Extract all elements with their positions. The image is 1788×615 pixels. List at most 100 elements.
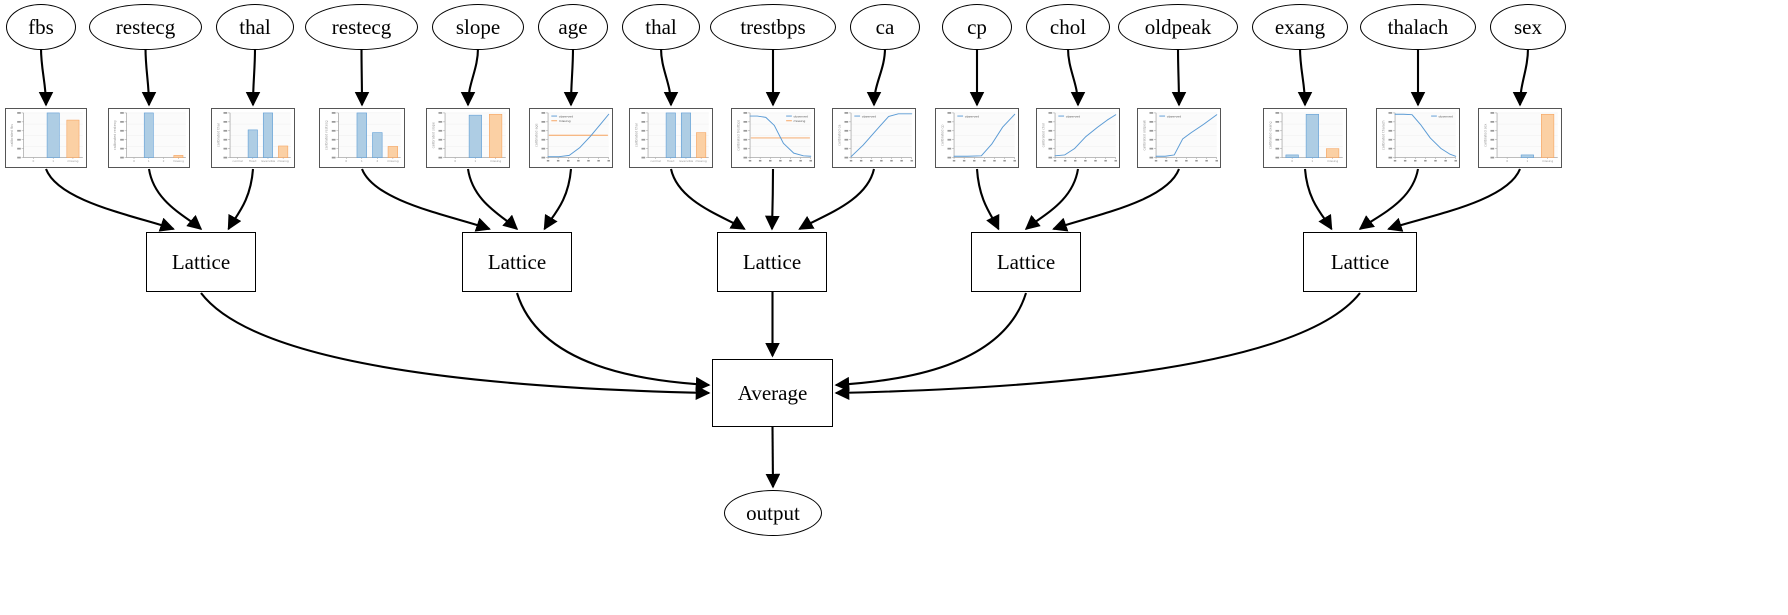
average-node-label: Average bbox=[737, 380, 808, 405]
feature-node-label: ca bbox=[875, 14, 895, 39]
svg-text:0: 0 bbox=[33, 159, 35, 163]
feature-node-f12[interactable]: exang bbox=[1252, 4, 1348, 50]
feature-node-f4[interactable]: slope bbox=[432, 4, 524, 50]
calibration-plot-f13[interactable]: calibrated thalach observed bbox=[1376, 108, 1460, 168]
svg-text:2: 2 bbox=[376, 159, 378, 163]
average-node[interactable]: Average bbox=[712, 359, 833, 427]
feature-node-f0[interactable]: fbs bbox=[6, 4, 76, 50]
lattice-node-l1[interactable]: Lattice bbox=[462, 232, 572, 292]
svg-text:calibrated slope: calibrated slope bbox=[431, 122, 435, 148]
svg-text:missing: missing bbox=[387, 159, 399, 163]
svg-text:calibrated oldpeak: calibrated oldpeak bbox=[1142, 120, 1146, 151]
svg-text:0: 0 bbox=[345, 159, 347, 163]
svg-text:missing: missing bbox=[559, 119, 571, 123]
feature-node-label: cp bbox=[967, 14, 987, 39]
svg-text:calibrated cp: calibrated cp bbox=[940, 125, 944, 146]
feature-node-label: restecg bbox=[331, 14, 392, 39]
feature-node-f11[interactable]: oldpeak bbox=[1118, 4, 1238, 50]
feature-node-f1[interactable]: restecg bbox=[89, 4, 202, 50]
svg-text:missing: missing bbox=[490, 159, 501, 163]
svg-text:fixed: fixed bbox=[667, 159, 674, 163]
svg-text:calibrated thal: calibrated thal bbox=[634, 123, 638, 147]
svg-text:0: 0 bbox=[133, 159, 135, 163]
feature-node-label: fbs bbox=[28, 14, 54, 39]
svg-text:missing: missing bbox=[1327, 159, 1338, 163]
feature-node-f6[interactable]: thal bbox=[622, 4, 700, 50]
feature-node-f10[interactable]: chol bbox=[1026, 4, 1110, 50]
feature-node-label: slope bbox=[455, 14, 501, 39]
svg-text:1: 1 bbox=[361, 159, 363, 163]
svg-text:1: 1 bbox=[1311, 159, 1313, 163]
lattice-node-l4[interactable]: Lattice bbox=[1303, 232, 1417, 292]
svg-text:calibrated exang: calibrated exang bbox=[1268, 121, 1272, 149]
output-node[interactable]: output bbox=[724, 490, 822, 536]
calibration-plot-f0[interactable]: calibrated fbs 0 1 missing bbox=[5, 108, 87, 168]
feature-node-f5[interactable]: age bbox=[538, 4, 608, 50]
feature-node-f13[interactable]: thalach bbox=[1360, 4, 1476, 50]
feature-node-label: chol bbox=[1049, 14, 1087, 39]
svg-text:1: 1 bbox=[1526, 159, 1528, 163]
svg-text:calibrated age: calibrated age bbox=[534, 123, 538, 147]
lattice-node-label: Lattice bbox=[1330, 249, 1390, 274]
plot-canvas-f0: calibrated fbs 0 1 missing bbox=[6, 109, 86, 167]
lattice-node-l2[interactable]: Lattice bbox=[717, 232, 827, 292]
feature-node-f14[interactable]: sex bbox=[1490, 4, 1566, 50]
lattice-node-label: Lattice bbox=[996, 249, 1056, 274]
svg-text:calibrated fbs: calibrated fbs bbox=[10, 124, 14, 147]
lattice-node-label: Lattice bbox=[171, 249, 231, 274]
feature-node-label: restecg bbox=[115, 14, 176, 39]
feature-node-label: exang bbox=[1274, 14, 1326, 39]
feature-node-f3[interactable]: restecg bbox=[305, 4, 418, 50]
svg-text:calibrated ca: calibrated ca bbox=[837, 125, 841, 146]
svg-text:observed: observed bbox=[1439, 114, 1453, 118]
lattice-node-label: Lattice bbox=[742, 249, 802, 274]
svg-text:calibrated sex: calibrated sex bbox=[1483, 124, 1487, 147]
svg-text:1: 1 bbox=[52, 159, 54, 163]
svg-text:observed: observed bbox=[1066, 114, 1080, 118]
plot-canvas-f13: calibrated thalach observed bbox=[1377, 109, 1459, 167]
svg-text:observed: observed bbox=[559, 114, 573, 118]
svg-text:calibrated restecg: calibrated restecg bbox=[113, 120, 117, 150]
feature-node-label: thalach bbox=[1387, 14, 1449, 39]
svg-text:fixed: fixed bbox=[249, 159, 256, 163]
svg-text:missing: missing bbox=[695, 159, 706, 163]
svg-text:1: 1 bbox=[148, 159, 150, 163]
svg-text:missing: missing bbox=[794, 119, 806, 123]
svg-text:calibrated thalach: calibrated thalach bbox=[1381, 120, 1385, 150]
feature-node-f7[interactable]: trestbps bbox=[710, 4, 836, 50]
feature-node-f9[interactable]: cp bbox=[942, 4, 1012, 50]
svg-text:2: 2 bbox=[163, 159, 165, 163]
lattice-node-l0[interactable]: Lattice bbox=[146, 232, 256, 292]
svg-text:0: 0 bbox=[454, 159, 456, 163]
feature-node-f8[interactable]: ca bbox=[850, 4, 920, 50]
svg-text:missing: missing bbox=[1542, 159, 1553, 163]
lattice-node-l3[interactable]: Lattice bbox=[971, 232, 1081, 292]
feature-node-f2[interactable]: thal bbox=[216, 4, 294, 50]
svg-text:missing: missing bbox=[67, 159, 78, 163]
svg-text:calibrated thal: calibrated thal bbox=[216, 123, 220, 147]
svg-text:missing: missing bbox=[277, 159, 288, 163]
